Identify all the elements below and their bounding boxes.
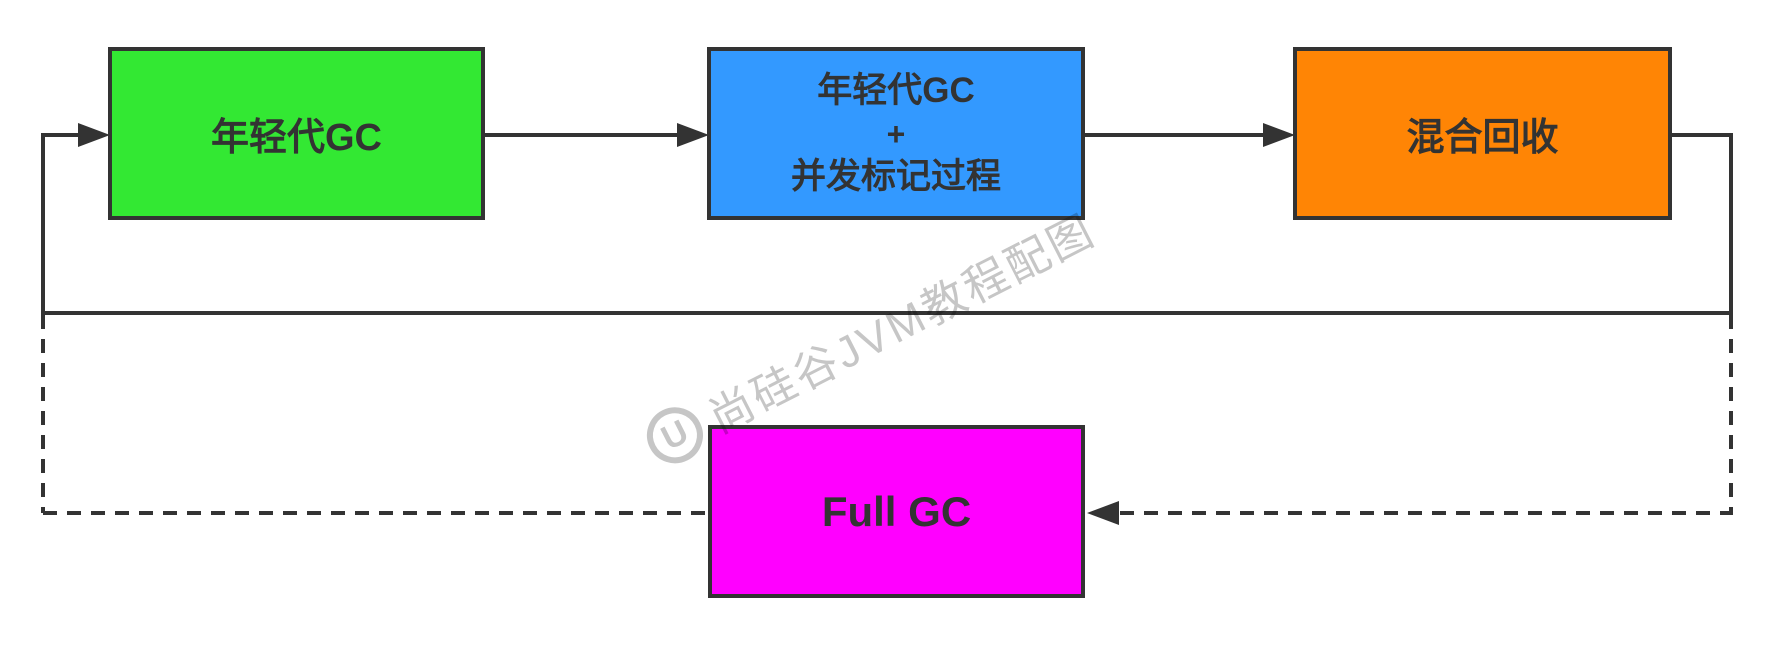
dashed-edge-into-fullgc — [1120, 511, 1733, 515]
edge-mixed-exit — [1672, 133, 1733, 137]
dashed-edge-from-fullgc — [43, 511, 708, 515]
edge-loop-left-vertical — [41, 133, 45, 315]
node-full-gc: Full GC — [708, 425, 1085, 598]
shangguigu-logo-icon: U — [637, 397, 713, 473]
watermark-text: 尚硅谷JVM教程配图 — [701, 205, 1104, 443]
node-young-gc: 年轻代GC — [108, 47, 485, 220]
node-full-gc-label: Full GC — [821, 487, 972, 535]
node-concurrent-line3: 并发标记过程 — [790, 156, 1001, 196]
node-concurrent-line1: 年轻代GC — [817, 70, 975, 110]
arrowhead-into-mixed — [1263, 123, 1295, 147]
edge-concurrent-to-mixed — [1085, 133, 1263, 137]
edge-young-to-concurrent — [485, 133, 677, 137]
edge-loop-right-vertical — [1729, 133, 1733, 315]
node-young-gc-label: 年轻代GC — [210, 117, 382, 159]
arrowhead-into-concurrent — [677, 123, 709, 147]
edge-loop-bottom-horizontal — [41, 311, 1733, 315]
edge-loop-into-young — [45, 133, 80, 137]
arrowhead-into-fullgc — [1087, 501, 1119, 525]
dashed-edge-right-vertical — [1729, 315, 1733, 513]
node-young-gc-plus-concurrent-mark: 年轻代GC + 并发标记过程 — [707, 47, 1085, 220]
dashed-edge-left-vertical — [41, 315, 45, 513]
node-mixed-label: 混合回收 — [1406, 117, 1559, 159]
arrowhead-into-young — [78, 123, 110, 147]
node-mixed-collection: 混合回收 — [1293, 47, 1672, 220]
node-concurrent-plus: + — [886, 115, 906, 152]
